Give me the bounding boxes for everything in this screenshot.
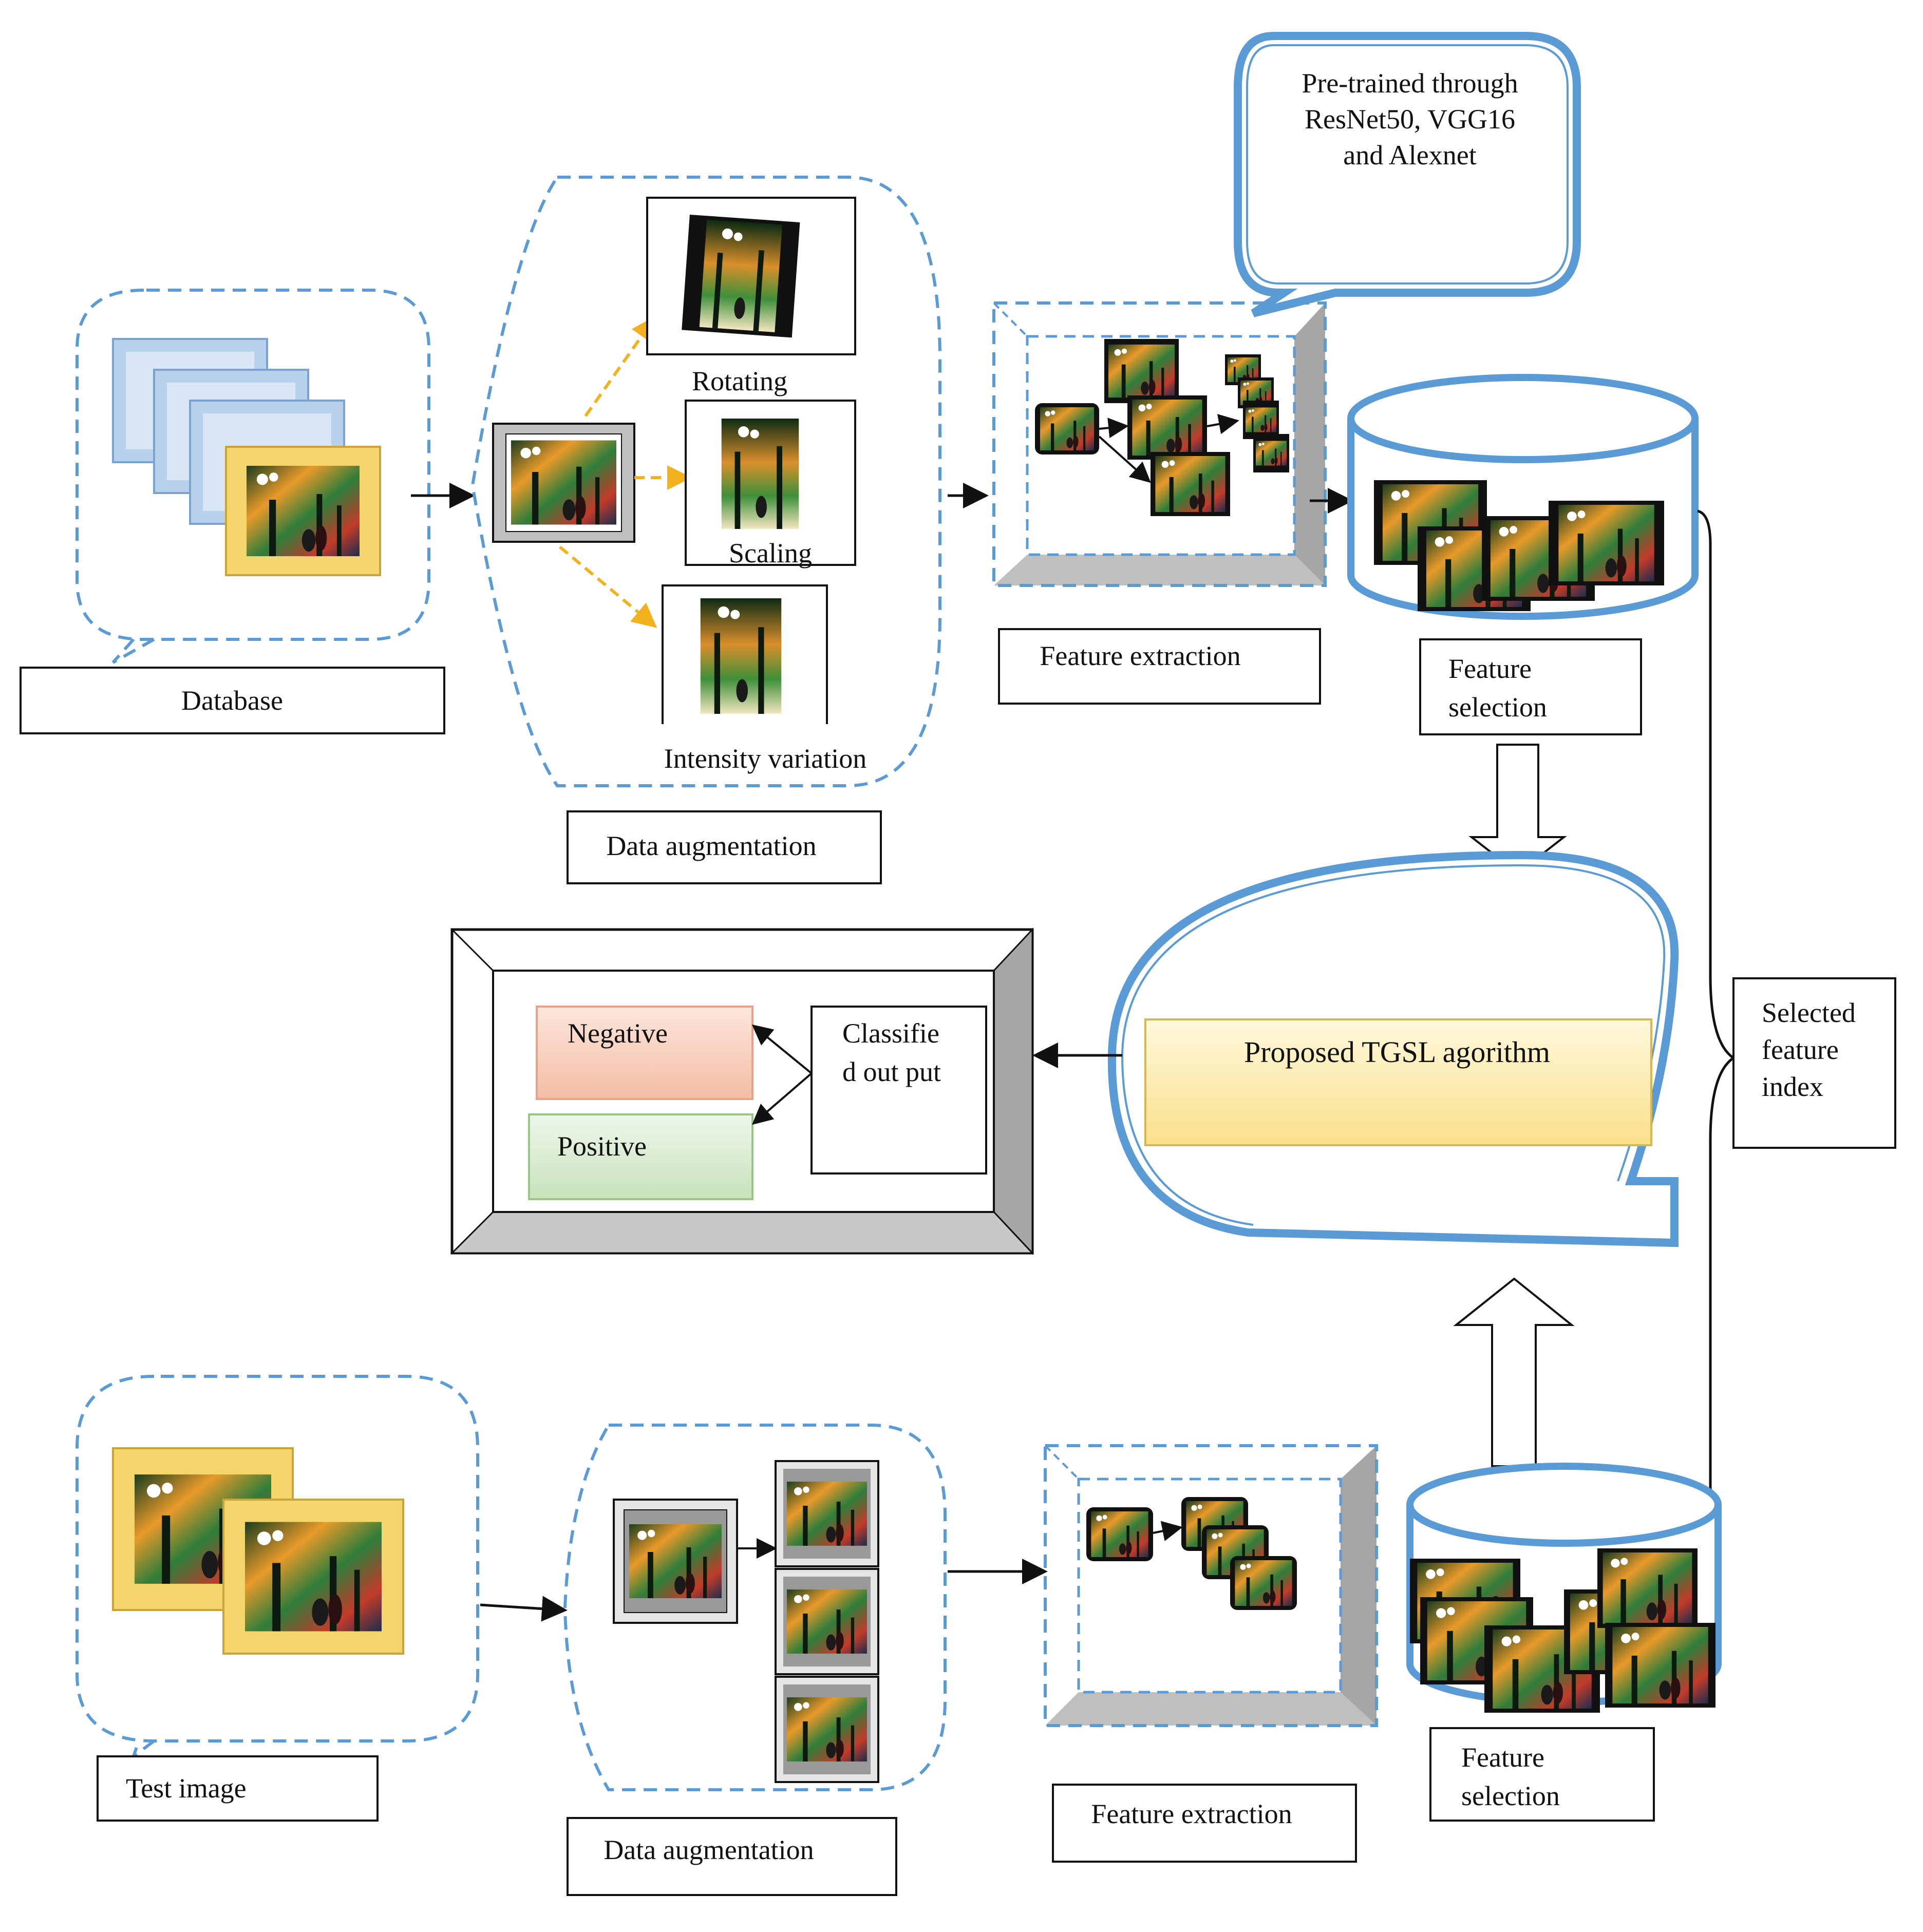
hollow-arrow-up <box>1453 1277 1575 1467</box>
fe-bottom-bevel-bottom <box>1045 1692 1377 1726</box>
augmentation-bottom-group: Data augmentation <box>563 1424 947 1896</box>
feature-selection-bottom-group: Feature selection <box>1406 1463 1722 1822</box>
fs-bottom-label-line1: Feature <box>1461 1742 1544 1773</box>
fe-top-inner-dashed <box>1026 335 1296 556</box>
augmentation-bottom-stack <box>775 1460 879 1783</box>
algorithm-label: Proposed TGSL agorithm <box>1244 1035 1550 1069</box>
output-bevel-bottom <box>450 1211 1034 1254</box>
augmentation-bottom-label: Data augmentation <box>604 1834 814 1865</box>
intensity-variation-label: Intensity variation <box>664 743 866 774</box>
fs-top-label-line2: selection <box>1448 692 1547 723</box>
fe-bottom-outer-dashed <box>1044 1444 1378 1727</box>
fe-top-bevel-bottom <box>994 555 1325 585</box>
fe-top-label: Feature extraction <box>1040 640 1240 671</box>
output-group: Negative Positive Classifie d out put <box>450 927 1034 1255</box>
classified-output-box <box>810 1006 987 1175</box>
arrow-aug-to-intensity <box>559 545 657 628</box>
augmentation-top-label: Data augmentation <box>606 830 816 861</box>
augmentation-top-label-box <box>567 810 882 884</box>
fs-bottom-label-line2: selection <box>1461 1781 1560 1811</box>
rotating-image <box>682 214 800 338</box>
fs-top-label-box <box>1419 638 1642 735</box>
fs-bottom-label-box <box>1429 1727 1655 1822</box>
augmentation-top-group: Rotating Scaling Intensity variation Dat… <box>470 176 941 884</box>
augmentation-source-image <box>492 423 635 543</box>
positive-label: Positive <box>557 1131 647 1162</box>
scaling-image <box>721 419 799 529</box>
classified-line1: Classifie <box>842 1018 939 1049</box>
pretrained-line2: ResNet50, VGG16 <box>1305 104 1515 135</box>
augmentation-bottom-label-box <box>567 1817 897 1896</box>
fe-bottom-bevel-right <box>1341 1446 1377 1726</box>
database-dashed-callout <box>76 289 430 664</box>
fs-bottom-images <box>1410 1548 1715 1713</box>
negative-box <box>536 1006 753 1100</box>
feature-extraction-top-group: Feature extraction <box>992 301 1327 705</box>
database-label: Database <box>181 685 283 716</box>
algorithm-group: Proposed TGSL agorithm <box>1107 850 1679 1247</box>
selected-feature-line3: index <box>1762 1071 1823 1102</box>
pretrained-callout: Pre-trained through ResNet50, VGG16 and … <box>1234 32 1581 317</box>
fe-top-outer-dashed <box>992 301 1327 587</box>
output-bevel-right <box>993 927 1033 1255</box>
database-label-box <box>20 667 445 734</box>
test-image-label-box <box>97 1755 379 1822</box>
fe-top-bevel-right <box>1294 303 1325 585</box>
test-image-label: Test image <box>126 1773 247 1804</box>
selected-feature-connector <box>1697 509 1736 1599</box>
intensity-image <box>700 598 782 714</box>
fe-bottom-label: Feature extraction <box>1091 1798 1292 1829</box>
feature-selection-top-group: Feature selection <box>1347 374 1699 735</box>
fs-top-images <box>1374 480 1664 611</box>
test-image-frame-2 <box>222 1499 404 1655</box>
fe-top-network-images <box>1035 339 1289 516</box>
algorithm-box <box>1144 1018 1652 1146</box>
negative-label: Negative <box>568 1018 668 1049</box>
database-image-gold-frame <box>225 446 381 576</box>
positive-box <box>528 1113 753 1200</box>
database-group: Database <box>20 289 445 734</box>
arrow-aug-to-rotating <box>584 316 656 417</box>
fe-bottom-label-box <box>1052 1784 1357 1863</box>
augmentation-bottom-source-image <box>613 1499 738 1624</box>
scaling-label: Scaling <box>729 538 812 569</box>
augmentation-top-dashed-callout <box>470 176 941 787</box>
fs-top-label-line1: Feature <box>1448 653 1532 684</box>
selected-feature-box <box>1732 977 1896 1149</box>
pretrained-line1: Pre-trained through <box>1302 68 1518 99</box>
fe-bottom-inner-dashed <box>1077 1478 1342 1694</box>
arrow-test-to-aug <box>480 1596 568 1622</box>
test-image-group: Test image <box>76 1375 479 1822</box>
arrow-to-negative <box>751 1024 813 1074</box>
classified-line2: d out put <box>842 1056 941 1087</box>
selected-feature-line1: Selected <box>1762 997 1856 1028</box>
pretrained-line3: and Alexnet <box>1343 140 1476 171</box>
pretrained-callout-shape <box>1234 32 1581 317</box>
selected-feature-line2: feature <box>1762 1034 1839 1065</box>
rotating-label: Rotating <box>692 366 787 396</box>
augmentation-bottom-dashed-callout <box>563 1424 947 1791</box>
fe-bottom-network-images <box>1086 1497 1297 1610</box>
feature-extraction-bottom-group: Feature extraction <box>1044 1444 1378 1863</box>
arrow-to-positive <box>751 1072 813 1125</box>
fe-top-label-box <box>998 628 1321 705</box>
